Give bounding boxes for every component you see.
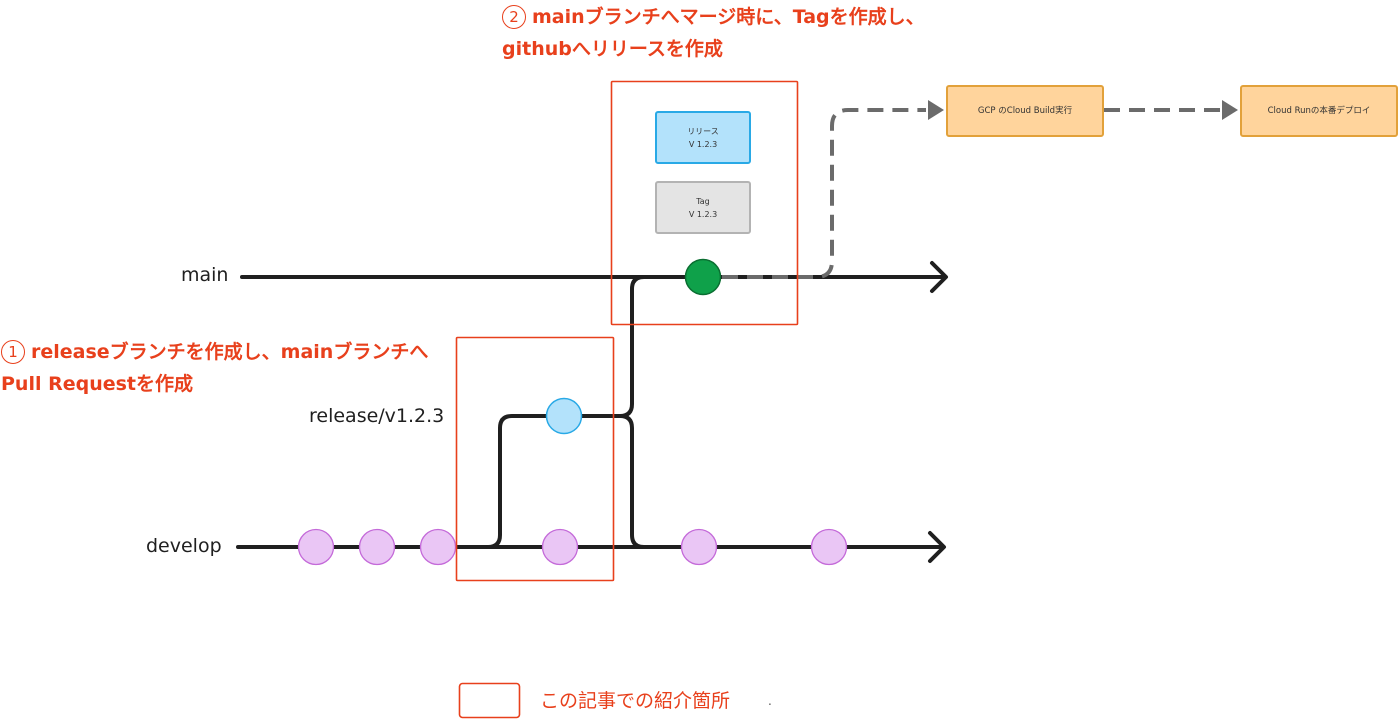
main-branch-label: main	[181, 264, 229, 286]
tag-box-title: Tag	[696, 196, 710, 206]
step1-line1: 1 releaseブランチを作成し、mainブランチへ	[1, 336, 428, 368]
tag-box: Tag V 1.2.3	[655, 181, 751, 234]
step1-line1-text: releaseブランチを作成し、mainブランチへ	[31, 341, 429, 363]
tag-box-version: V 1.2.3	[688, 209, 718, 219]
develop-commit	[358, 528, 396, 566]
step2-line2: githubへリリースを作成	[502, 38, 723, 60]
legend-label: この記事での紹介箇所	[540, 690, 731, 712]
step2-line1: 2 mainブランチへマージ時に、Tagを作成し、	[502, 1, 925, 33]
develop-commit	[541, 528, 579, 566]
github-release-box: リリース V 1.2.3	[655, 111, 751, 164]
pipeline-arrowhead-2	[1222, 100, 1238, 120]
cloud-run-deploy-box: Cloud Runの本番デプロイ	[1240, 85, 1398, 137]
release-branch-fork-line	[486, 414, 622, 549]
cloud-build-label: GCP のCloud Build実行	[977, 105, 1073, 116]
highlight-box-step2	[610, 80, 799, 326]
develop-commit	[297, 528, 335, 566]
step2-annotation: 2 mainブランチへマージ時に、Tagを作成し、 githubへリリースを作成	[502, 1, 925, 65]
step1-number-badge: 1	[1, 340, 25, 364]
legend-swatch	[458, 682, 521, 719]
step2-number-badge: 2	[502, 5, 526, 29]
develop-commit	[810, 528, 848, 566]
develop-commit	[419, 528, 457, 566]
release-box-title: リリース	[687, 126, 719, 136]
develop-branch-arrowhead	[928, 531, 946, 563]
release-merge-to-main-line	[618, 275, 692, 418]
legend-trailing-dot: .	[768, 694, 772, 708]
cloud-build-box: GCP のCloud Build実行	[946, 85, 1104, 137]
main-merge-commit	[684, 258, 722, 296]
release-branch-label: release/v1.2.3	[309, 405, 445, 427]
pipeline-arrowhead-1	[928, 100, 944, 120]
cloud-run-deploy-label: Cloud Runの本番デプロイ	[1267, 105, 1371, 116]
highlight-box-step1	[455, 336, 615, 582]
release-merge-to-develop-line	[618, 414, 662, 549]
step1-line2: Pull Requestを作成	[1, 373, 194, 395]
main-branch-arrowhead	[930, 261, 948, 293]
release-commit	[545, 397, 583, 435]
develop-commit	[680, 528, 718, 566]
step1-annotation: 1 releaseブランチを作成し、mainブランチへ Pull Requestを…	[1, 336, 428, 400]
pipeline-trigger-dashed-line	[722, 108, 926, 279]
develop-branch-label: develop	[146, 535, 222, 557]
step2-line1-text: mainブランチへマージ時に、Tagを作成し、	[532, 6, 925, 28]
release-box-version: V 1.2.3	[688, 139, 718, 149]
